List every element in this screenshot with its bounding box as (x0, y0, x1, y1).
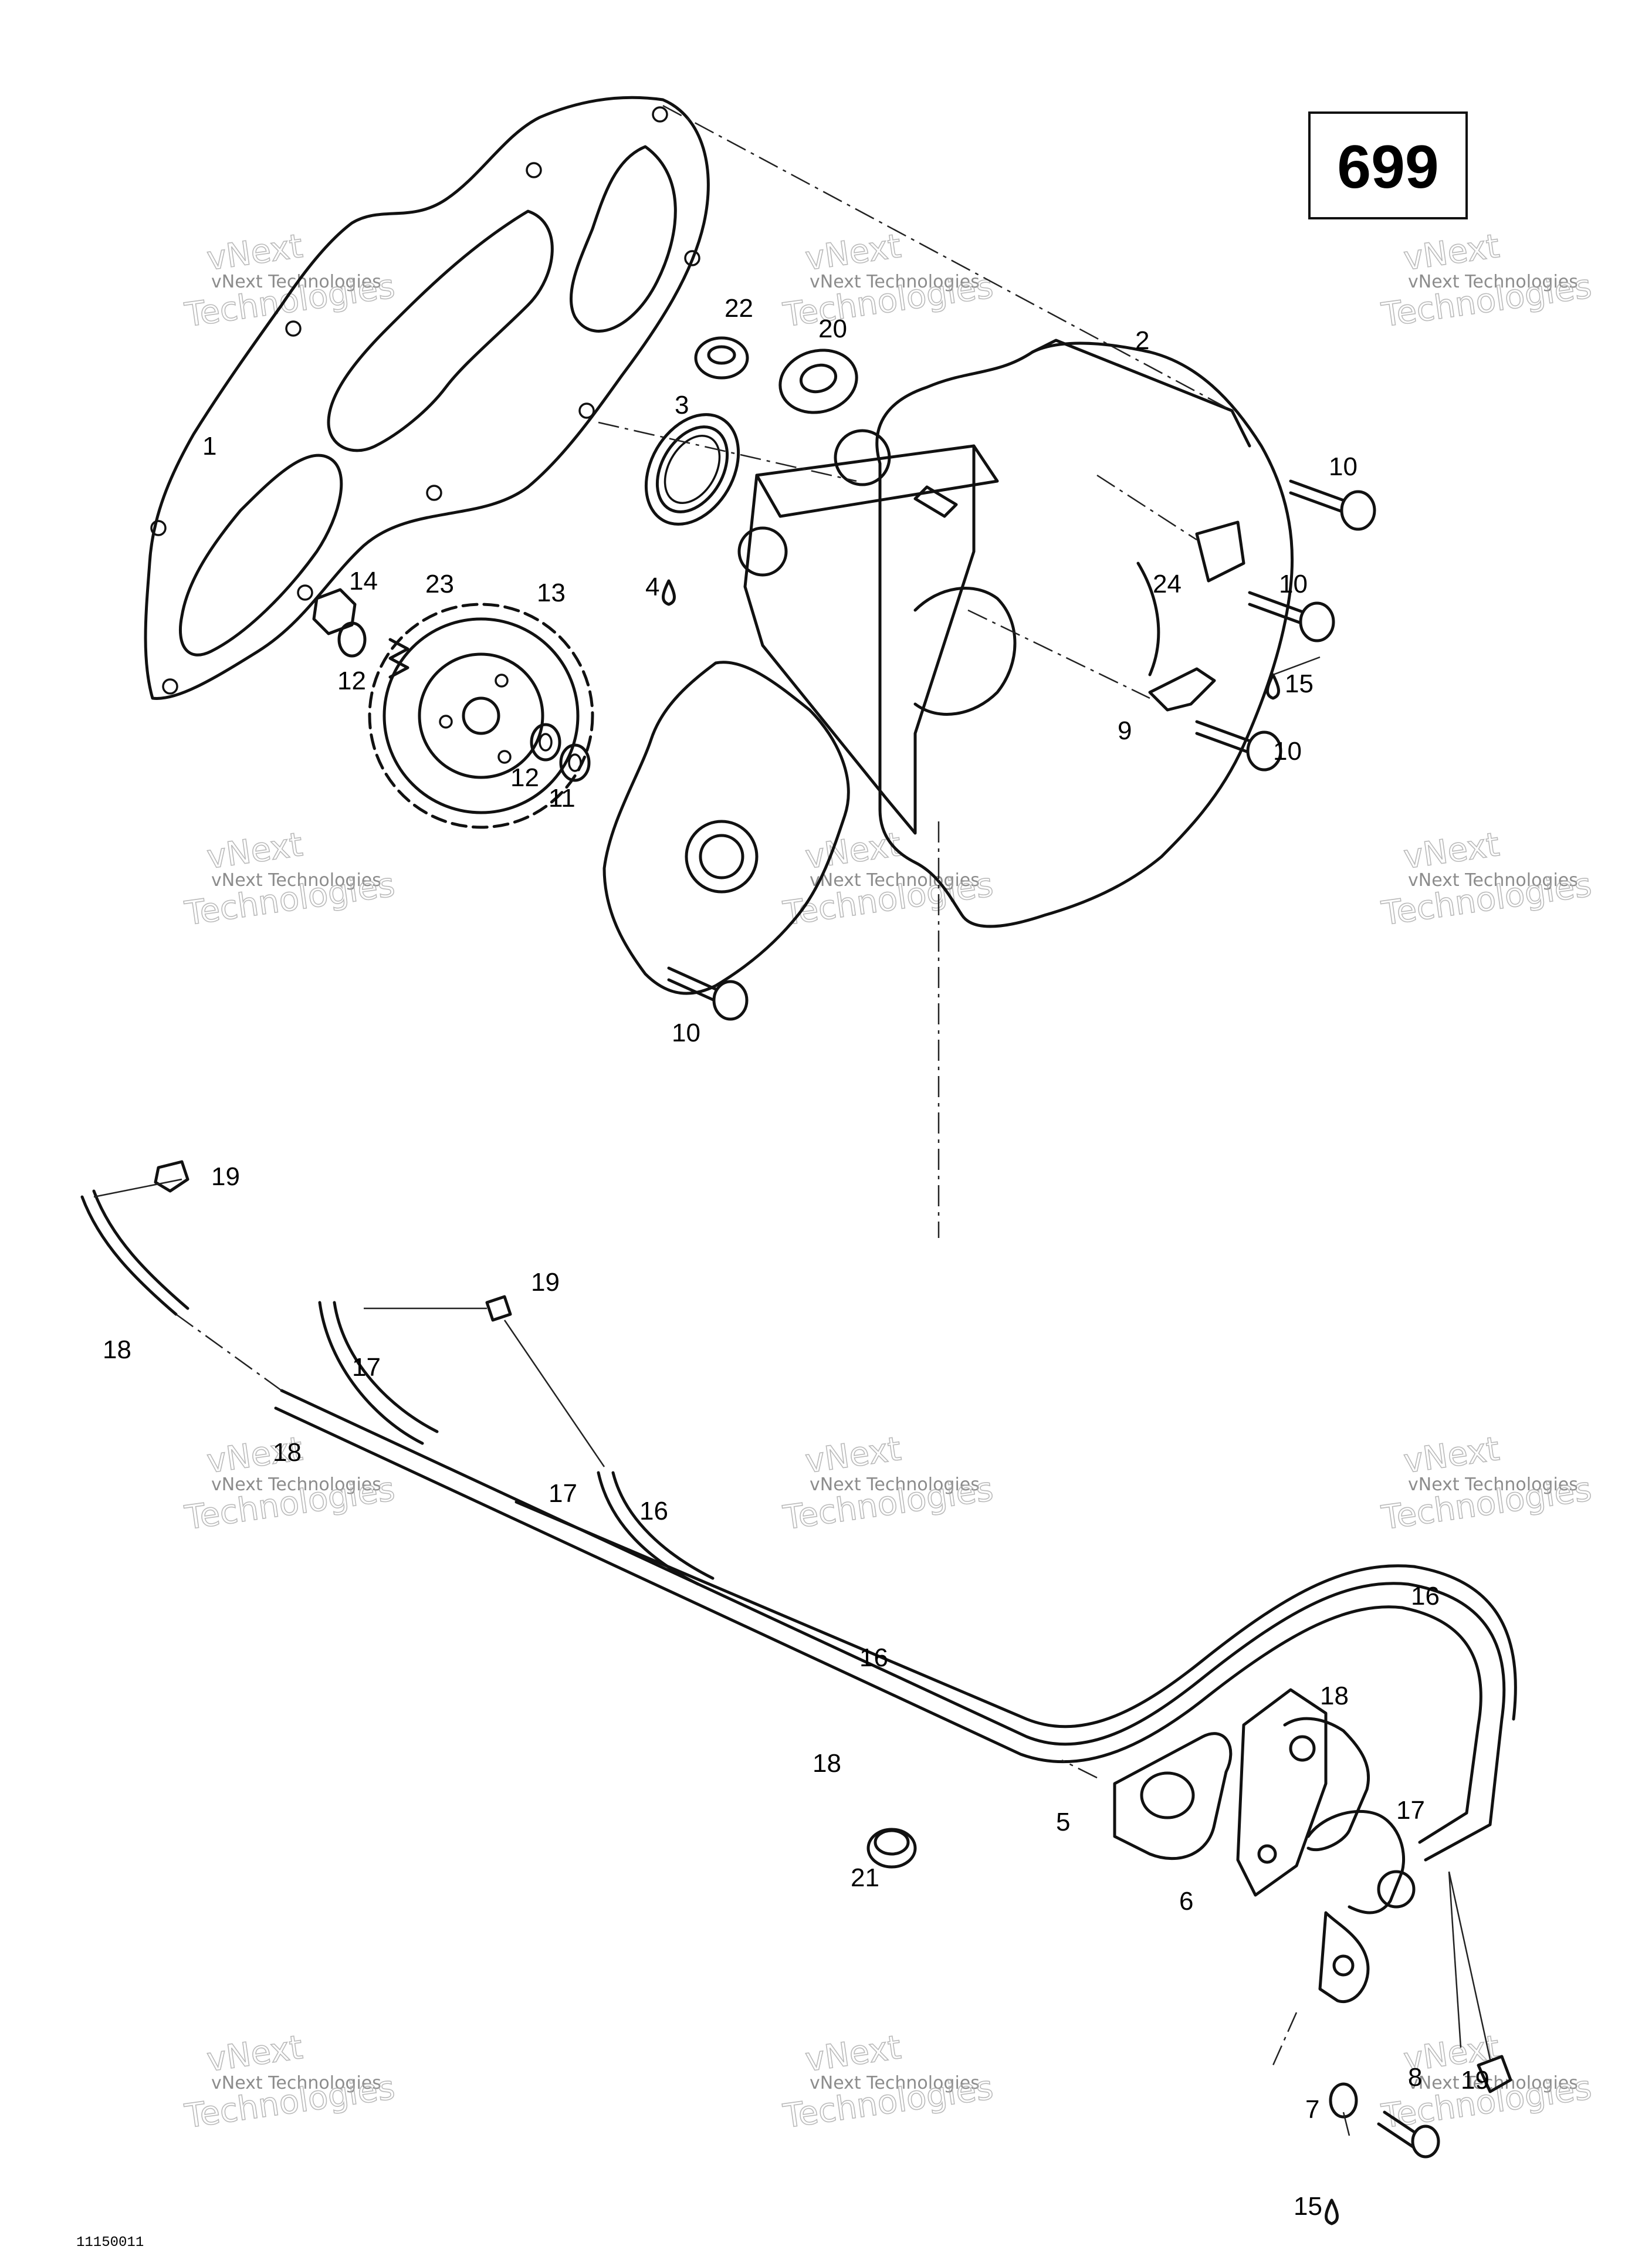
tube-part-16-long (514, 1500, 1517, 1728)
callout-22: 22 (725, 294, 753, 323)
gasket-part-5 (1113, 1732, 1233, 1860)
callout-19-a: 19 (211, 1162, 240, 1191)
callout-24: 24 (1153, 570, 1182, 598)
nut-part-14 (312, 588, 357, 635)
sealant-drop-part-15 (1266, 673, 1280, 700)
callout-12-a: 12 (337, 667, 366, 695)
hose-part-17-left (318, 1301, 439, 1445)
callout-17-c: 17 (1396, 1796, 1425, 1825)
sealant-drop-part-15-lower (1325, 2198, 1339, 2225)
svg-text:vNext Technologies: vNext Technologies (810, 1474, 980, 1495)
diagram-reference-number: 699 (1337, 133, 1439, 201)
svg-text:vNext Technologies: vNext Technologies (1408, 272, 1578, 292)
callout-14: 14 (349, 567, 378, 596)
diagram-reference-box: 699 (1308, 111, 1468, 219)
callout-10-b: 10 (1279, 570, 1308, 598)
callout-8: 8 (1408, 2063, 1422, 2092)
clamp-part-19-c (1477, 2055, 1512, 2093)
callout-20: 20 (818, 314, 847, 343)
screw-part-10-c (1195, 720, 1282, 772)
callout-13: 13 (537, 579, 566, 607)
callout-16-c: 16 (1411, 1582, 1440, 1611)
callout-16-b: 16 (859, 1643, 888, 1672)
callout-18-d: 18 (1320, 1682, 1349, 1710)
washer-part-11 (559, 743, 591, 782)
callout-18-a: 18 (103, 1335, 131, 1364)
svg-text:vNext Technologies: vNext Technologies (810, 272, 980, 292)
callout-19-c: 19 (1461, 2066, 1489, 2095)
spring-part-23 (388, 638, 409, 679)
sealant-drop-part-4 (662, 579, 676, 606)
callout-18-c: 18 (813, 1749, 841, 1778)
seal-part-3 (644, 413, 740, 526)
callout-6: 6 (1179, 1887, 1193, 1916)
callout-10-a: 10 (1329, 452, 1358, 481)
callout-15-b: 15 (1294, 2192, 1322, 2221)
plug-part-20 (778, 349, 858, 414)
callout-10-d: 10 (672, 1019, 700, 1047)
callout-3: 3 (675, 391, 689, 420)
svg-text:vNext Technologies: vNext Technologies (810, 870, 980, 891)
gasket-part-1 (144, 96, 710, 700)
svg-text:vNext Technologies: vNext Technologies (810, 2073, 980, 2093)
clamp-part-19-a (154, 1160, 189, 1193)
callout-4: 4 (645, 573, 659, 601)
plug-part-22 (694, 336, 749, 380)
washer-part-12 (530, 723, 561, 762)
screw-part-8 (1377, 2110, 1440, 2159)
hose-part-18-left (80, 1189, 189, 1316)
image-code: 11150011 (76, 2235, 144, 2251)
clamp-part-19-b (485, 1295, 512, 1322)
callout-labels: 1 2 3 4 5 6 7 8 9 10 10 10 10 11 12 12 1… (103, 294, 1489, 2221)
housing-part-2 (602, 339, 1294, 995)
callout-12-b: 12 (510, 763, 539, 792)
callout-9: 9 (1118, 716, 1132, 745)
watermark: vNext vNext Technologies Technologies (780, 2028, 996, 2136)
callout-7: 7 (1305, 2095, 1319, 2124)
svg-text:vNext Technologies: vNext Technologies (211, 2073, 381, 2093)
leader-lines (93, 104, 1491, 2136)
callout-11: 11 (549, 784, 576, 813)
washer-part-7 (1329, 2082, 1358, 2119)
screw-part-10-d (667, 966, 749, 1021)
callout-1: 1 (202, 432, 216, 461)
callout-21: 21 (851, 1863, 879, 1892)
callout-18-b: 18 (273, 1438, 302, 1467)
callout-19-b: 19 (531, 1268, 560, 1297)
svg-text:vNext Technologies: vNext Technologies (211, 1474, 381, 1495)
callout-16-a: 16 (639, 1497, 668, 1525)
gear-part-13 (368, 603, 594, 829)
screw-part-10-b (1248, 591, 1335, 642)
screw-part-10-a (1289, 479, 1376, 531)
svg-text:vNext Technologies: vNext Technologies (1408, 1474, 1578, 1495)
callout-23: 23 (425, 570, 454, 598)
callout-17-b: 17 (549, 1479, 577, 1508)
oil-pump-part-6 (1236, 1688, 1416, 2003)
washer-part-14 (337, 621, 367, 658)
tube-part-18-long (274, 1389, 1506, 1862)
clip-part-9 (1148, 667, 1216, 712)
clip-part-24 (1195, 520, 1245, 583)
callout-15-a: 15 (1285, 669, 1314, 698)
callout-5: 5 (1056, 1808, 1070, 1836)
callout-10-c: 10 (1273, 737, 1302, 766)
callout-2: 2 (1135, 326, 1149, 355)
svg-text:vNext Technologies: vNext Technologies (1408, 870, 1578, 891)
watermark: vNext vNext Technologies Technologies (780, 226, 996, 335)
bushing-part-21 (866, 1828, 917, 1869)
callout-17-a: 17 (352, 1353, 381, 1382)
svg-text:vNext Technologies: vNext Technologies (211, 870, 381, 891)
